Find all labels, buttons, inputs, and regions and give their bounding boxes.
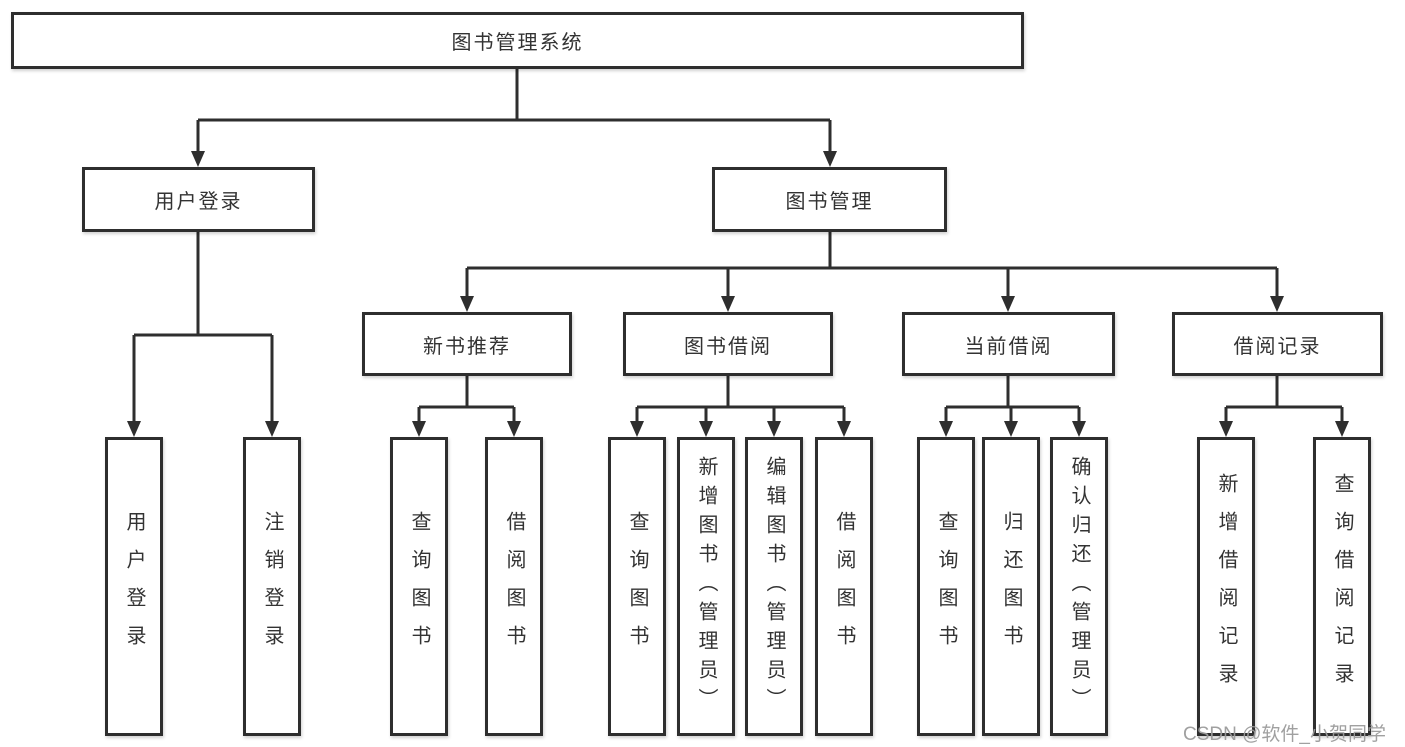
node-label: 借阅图书 [503,510,525,663]
node-library-system: 图书管理系统 [11,12,1024,69]
node-current-borrowing: 当前借阅 [902,312,1115,376]
node-book-management: 图书管理 [712,167,947,232]
csdn-watermark: CSDN @软件_小贺同学 [1183,724,1386,745]
leaf-bb-borrow-books: 借阅图书 [815,437,873,736]
leaf-bb-edit-books-admin: 编辑图书（管理员） [745,437,803,736]
node-label: 查询图书 [626,510,648,663]
node-label: 用户登录 [154,191,243,213]
node-user-login-branch: 用户登录 [82,167,315,232]
leaf-logout: 注销登录 [243,437,301,736]
node-label: 图书管理系统 [451,32,584,54]
node-label: 归还图书 [1000,510,1022,663]
node-borrowing-records: 借阅记录 [1172,312,1383,376]
node-label: 编辑图书（管理员） [763,456,785,717]
node-label: 用户登录 [123,510,145,663]
node-label: 当前借阅 [964,335,1053,358]
leaf-nbr-borrow-books: 借阅图书 [485,437,543,736]
leaf-cb-confirm-return-admin: 确认归还（管理员） [1050,437,1108,736]
node-label: 图书管理 [785,191,874,213]
node-book-borrowing: 图书借阅 [623,312,833,376]
leaf-nbr-query-books: 查询图书 [390,437,448,736]
leaf-bb-add-books-admin: 新增图书（管理员） [677,437,735,736]
node-label: 图书借阅 [684,335,772,358]
node-label: 查询图书 [935,510,957,663]
node-label: 借阅记录 [1233,335,1322,358]
leaf-bb-query-books: 查询图书 [608,437,666,736]
node-label: 新书推荐 [423,335,511,358]
leaf-br-add-record: 新增借阅记录 [1197,437,1255,736]
leaf-cb-query-books: 查询图书 [917,437,975,736]
node-label: 注销登录 [261,510,283,663]
node-label: 确认归还（管理员） [1068,456,1090,717]
node-label: 查询借阅记录 [1331,472,1353,701]
node-label: 查询图书 [408,510,430,663]
node-label: 借阅图书 [833,510,855,663]
node-label: 新增借阅记录 [1215,472,1237,701]
node-new-book-recommend: 新书推荐 [362,312,572,376]
leaf-user-login: 用户登录 [105,437,163,736]
leaf-cb-return-books: 归还图书 [982,437,1040,736]
node-label: 新增图书（管理员） [695,456,717,717]
leaf-br-query-record: 查询借阅记录 [1313,437,1371,736]
